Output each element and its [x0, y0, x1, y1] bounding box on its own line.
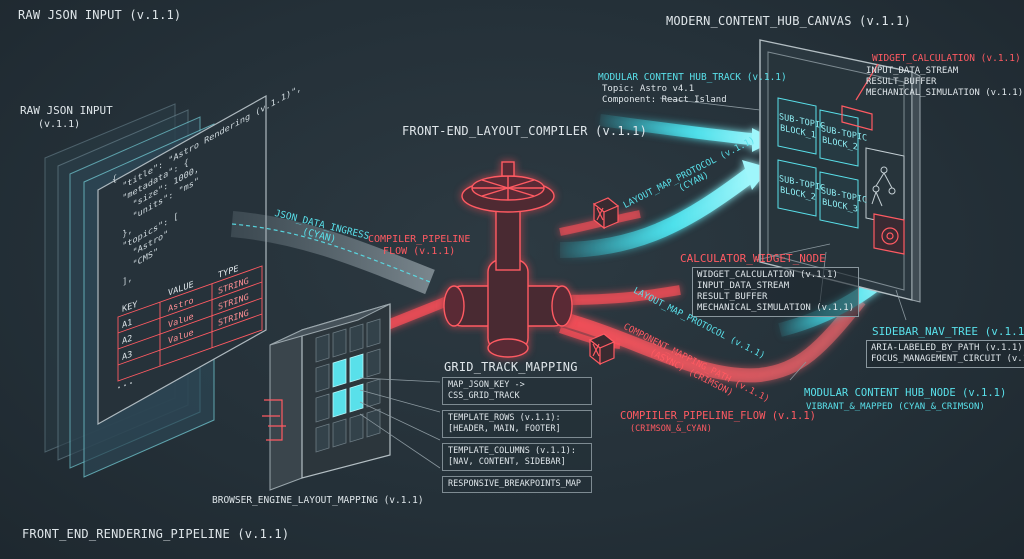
grid-cell — [316, 394, 329, 422]
grid-mapping-title: GRID_TRACK_MAPPING — [444, 360, 578, 374]
widget-calc-title: WIDGET_CALCULATION (v.1.1) — [872, 53, 1021, 64]
sidebar-nav-title: SIDEBAR_NAV_TREE (v.1.1) — [872, 325, 1024, 338]
grid-cell — [316, 334, 329, 362]
grid-cell — [350, 324, 363, 352]
grid-mapping-row: MAP_JSON_KEY -> CSS_GRID_TRACK — [442, 377, 592, 405]
sidebar-nav-lines: ARIA-LABELED_BY_PATH (v.1.1)FOCUS_MANAGE… — [866, 340, 1024, 368]
calculator-widget-graphic — [874, 214, 904, 254]
compiler-flow-bottom-sub: (CRIMSON_&_CYAN) — [630, 424, 712, 434]
raw-json-label: RAW JSON INPUT — [20, 104, 113, 117]
grid-cell — [316, 424, 329, 452]
grid-cell — [367, 319, 380, 347]
grid-cell — [367, 379, 380, 407]
grid-cell — [333, 329, 346, 357]
widget-calc-line: MECHANICAL_SIMULATION (v.1.1) — [866, 88, 1023, 99]
compiler-title: FRONT-END_LAYOUT_COMPILER (v.1.1) — [402, 124, 647, 138]
blocked-path-x-icon — [590, 334, 614, 364]
hub-track-line: Component: React Island — [602, 95, 727, 106]
grid-mapping-row: TEMPLATE_ROWS (v.1.1):[HEADER, MAIN, FOO… — [442, 410, 592, 438]
calc-node-line: INPUT_DATA_STREAM — [697, 281, 854, 292]
raw-json-version: (v.1.1) — [38, 119, 80, 130]
pipeline-title: FRONT_END_RENDERING_PIPELINE (v.1.1) — [22, 527, 289, 541]
grid-cell — [333, 419, 346, 447]
calc-node-line: RESULT_BUFFER — [697, 292, 854, 303]
browser-engine-label: BROWSER_ENGINE_LAYOUT_MAPPING (v.1.1) — [212, 495, 424, 506]
calc-node-line: WIDGET_CALCULATION (v.1.1) — [697, 270, 854, 281]
calc-node-line: MECHANICAL_SIMULATION (v.1.1) — [697, 303, 854, 314]
compiler-flow-line1: COMPILER_PIPELINE — [368, 234, 470, 246]
grid-cell — [367, 349, 380, 377]
hub-track-title: MODULAR CONTENT HUB_TRACK (v.1.1) — [598, 72, 787, 83]
sidebar-nav-line: FOCUS_MANAGEMENT_CIRCUIT (v.1.1) — [871, 354, 1024, 365]
calc-node-lines: WIDGET_CALCULATION (v.1.1)INPUT_DATA_STR… — [692, 267, 859, 317]
grid-mapping-rows: MAP_JSON_KEY -> CSS_GRID_TRACK TEMPLATE_R… — [442, 377, 592, 498]
widget-calc-line: RESULT_BUFFER — [866, 77, 1023, 88]
compiler-valve — [444, 162, 572, 357]
grid-mapping-row: RESPONSIVE_BREAKPOINTS_MAP — [442, 476, 592, 493]
hub-node-sub: VIBRANT_&_MAPPED (CYAN_&_CRIMSON) — [806, 402, 985, 412]
compiler-flow-line2: FLOW (v.1.1) — [368, 246, 470, 258]
blocked-path-x-icon — [594, 198, 618, 228]
grid-cell — [333, 359, 346, 387]
grid-mapping-row: TEMPLATE_COLUMNS (v.1.1):[NAV, CONTENT, … — [442, 443, 592, 471]
widget-calc-line: INPUT_DATA_STREAM — [866, 66, 1023, 77]
hub-node-title: MODULAR CONTENT HUB_NODE (v.1.1) — [804, 387, 1006, 399]
grid-cell — [316, 364, 329, 392]
sidebar-nav-line: ARIA-LABELED_BY_PATH (v.1.1) — [871, 343, 1024, 354]
canvas-title: MODERN_CONTENT_HUB_CANVAS (v.1.1) — [666, 14, 911, 28]
calc-node-title: CALCULATOR_WIDGET_NODE — [680, 252, 826, 265]
compiler-flow-label: COMPILER_PIPELINE FLOW (v.1.1) — [368, 234, 470, 258]
grid-cell — [333, 389, 346, 417]
top-left-title: RAW JSON INPUT (v.1.1) — [18, 8, 181, 22]
grid-cell — [350, 384, 363, 412]
grid-cell — [350, 414, 363, 442]
hub-track-line: Topic: Astro v4.1 — [602, 84, 727, 95]
compiler-flow-bottom-title: COMPIILER_PIPELINE_FLOW (v.1.1) — [620, 410, 816, 422]
